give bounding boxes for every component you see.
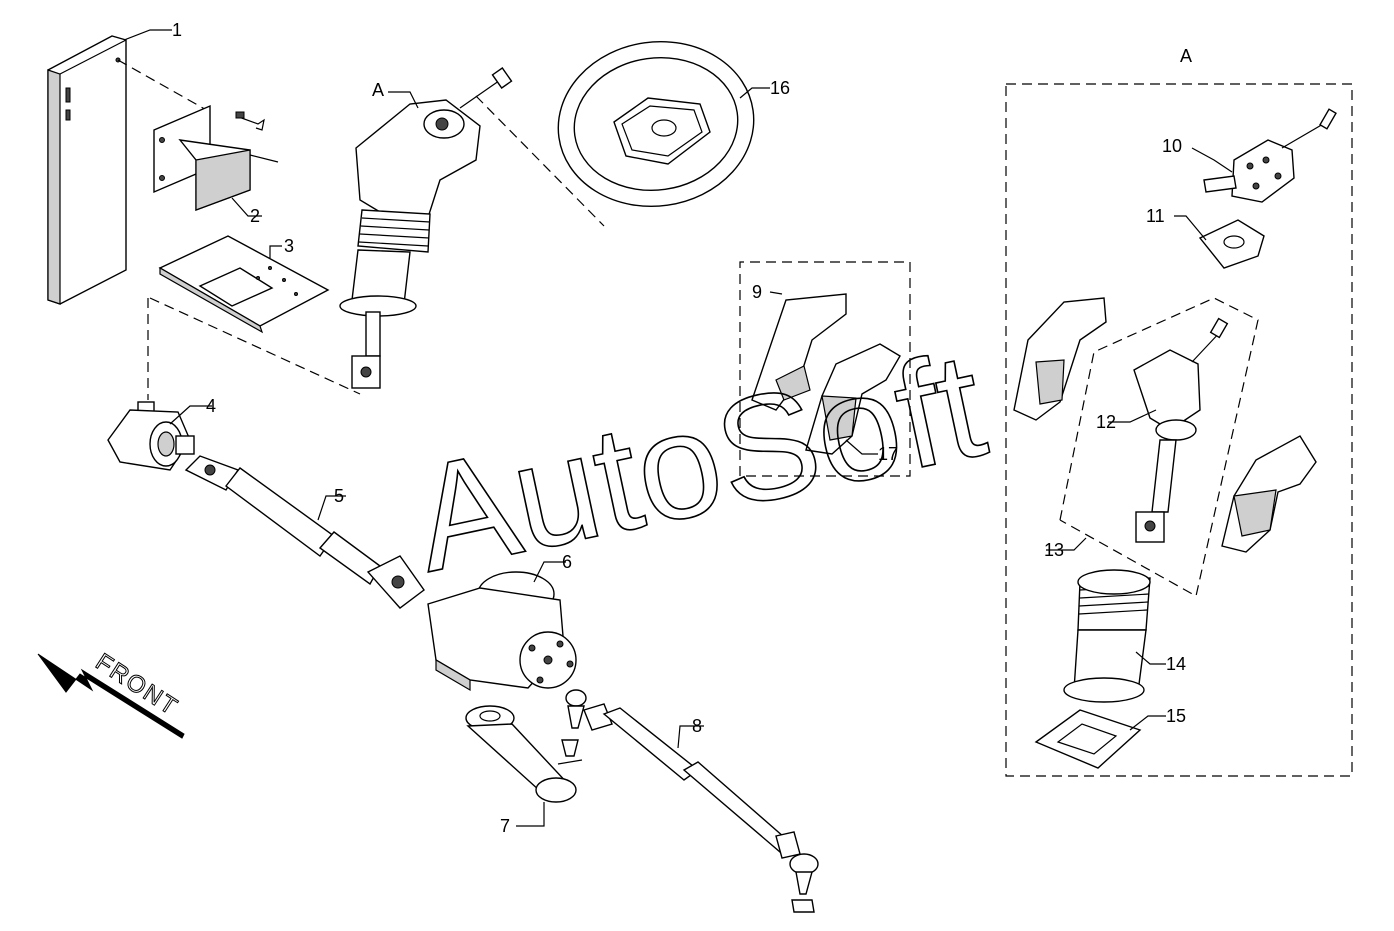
callout-4: 4 [206, 396, 216, 416]
callout-6: 6 [562, 552, 572, 572]
front-direction-arrow: FRONT [37, 648, 185, 739]
group-a-label: A [1180, 46, 1192, 66]
callout-12: 12 [1096, 412, 1116, 432]
callout-5: 5 [334, 486, 344, 506]
group-a-box [1005, 83, 1353, 777]
callout-7: 7 [500, 816, 510, 836]
part-14-boot [1063, 569, 1166, 703]
part-16-steering-wheel [557, 40, 770, 208]
shroud-group [739, 261, 911, 477]
callout-1: 1 [172, 20, 182, 40]
steering-column-assembly [339, 67, 513, 389]
callout-11: 11 [1146, 206, 1165, 226]
part-7-pitman-arm [465, 705, 583, 827]
part-12-column [1108, 317, 1229, 543]
upper-shroud-a [1013, 297, 1107, 421]
part-1-panel [47, 29, 211, 305]
callout-labels: 1 2 3 4 5 6 7 8 9 10 11 12 13 14 15 16 1… [172, 20, 1192, 836]
callout-3: 3 [284, 236, 294, 256]
part-6-steering-gear [427, 561, 587, 729]
callout-15: 15 [1166, 706, 1186, 726]
callout-9: 9 [752, 282, 762, 302]
part-15-gasket [1034, 709, 1166, 769]
callout-13: 13 [1044, 540, 1064, 560]
part-10-switch [1191, 108, 1337, 203]
callout-8: 8 [692, 716, 702, 736]
part-2-bracket [153, 104, 279, 217]
callout-2: 2 [250, 206, 260, 226]
part-4-joint [107, 401, 212, 471]
watermark: AutoSoft [400, 319, 998, 603]
part-8-drag-link [583, 703, 819, 913]
callout-a: A [372, 80, 384, 100]
callout-16: 16 [770, 78, 790, 98]
callout-10: 10 [1162, 136, 1182, 156]
part-11-cover [1174, 215, 1265, 269]
part-3-plate [158, 235, 330, 334]
callout-17: 17 [878, 444, 898, 464]
lower-shroud-a [1221, 435, 1317, 553]
part-5-shaft [184, 455, 425, 609]
callout-14: 14 [1166, 654, 1186, 674]
